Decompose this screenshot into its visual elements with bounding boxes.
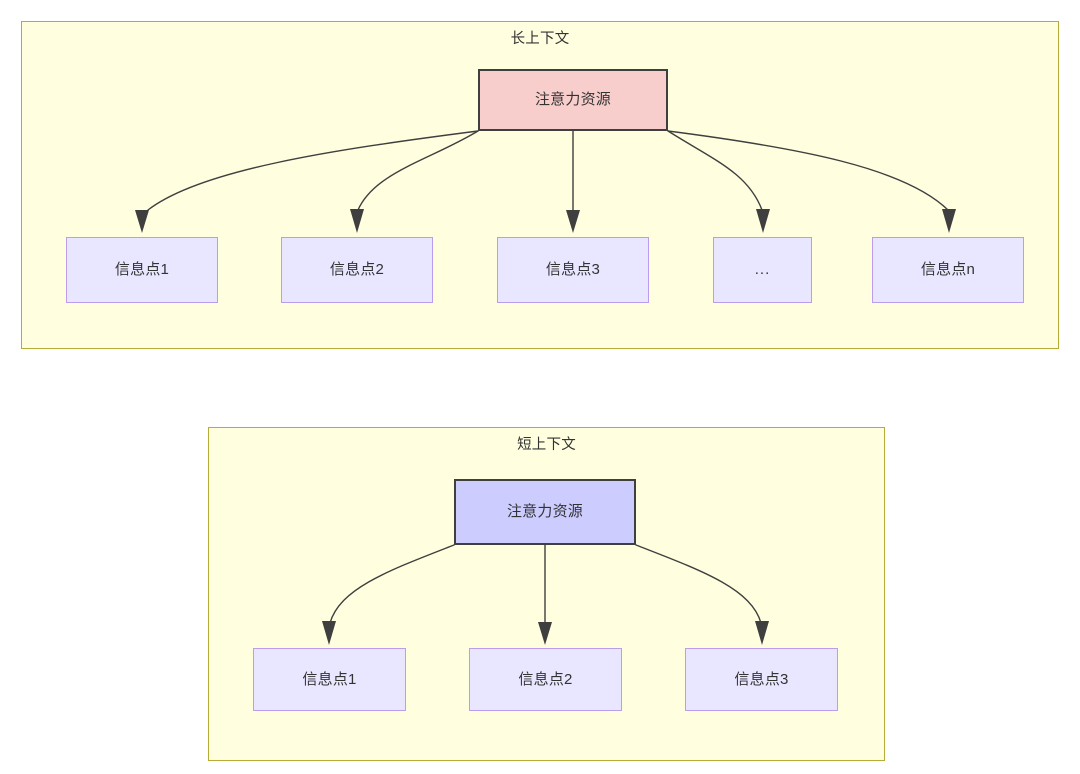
short-context-leaf-1-label: 信息点1: [302, 670, 357, 688]
long-context-leaf-3[interactable]: 信息点3: [497, 237, 649, 303]
long-context-leaf-ellipsis-label: ...: [754, 261, 771, 278]
panel-short-context-title: 短上下文: [517, 437, 576, 453]
long-context-leaf-2-label: 信息点2: [329, 261, 385, 278]
short-context-leaf-3-label: 信息点3: [734, 670, 789, 688]
short-context-leaf-1[interactable]: 信息点1: [253, 648, 406, 711]
long-context-leaf-n[interactable]: 信息点n: [872, 237, 1024, 303]
long-context-root-label: 注意力资源: [534, 91, 611, 108]
long-context-leaf-n-label: 信息点n: [920, 261, 976, 278]
short-context-leaf-2-label: 信息点2: [518, 670, 573, 688]
long-context-leaf-2[interactable]: 信息点2: [281, 237, 433, 303]
short-context-leaf-3[interactable]: 信息点3: [685, 648, 838, 711]
short-context-root-node[interactable]: 注意力资源: [454, 479, 636, 545]
long-context-leaf-ellipsis[interactable]: ...: [713, 237, 812, 303]
long-context-leaf-1-label: 信息点1: [114, 261, 170, 278]
long-context-root-node[interactable]: 注意力资源: [478, 69, 668, 131]
panel-long-context-title: 长上下文: [510, 31, 570, 47]
long-context-leaf-1[interactable]: 信息点1: [66, 237, 218, 303]
short-context-leaf-2[interactable]: 信息点2: [469, 648, 622, 711]
long-context-leaf-3-label: 信息点3: [545, 261, 601, 278]
short-context-root-label: 注意力资源: [506, 503, 583, 520]
